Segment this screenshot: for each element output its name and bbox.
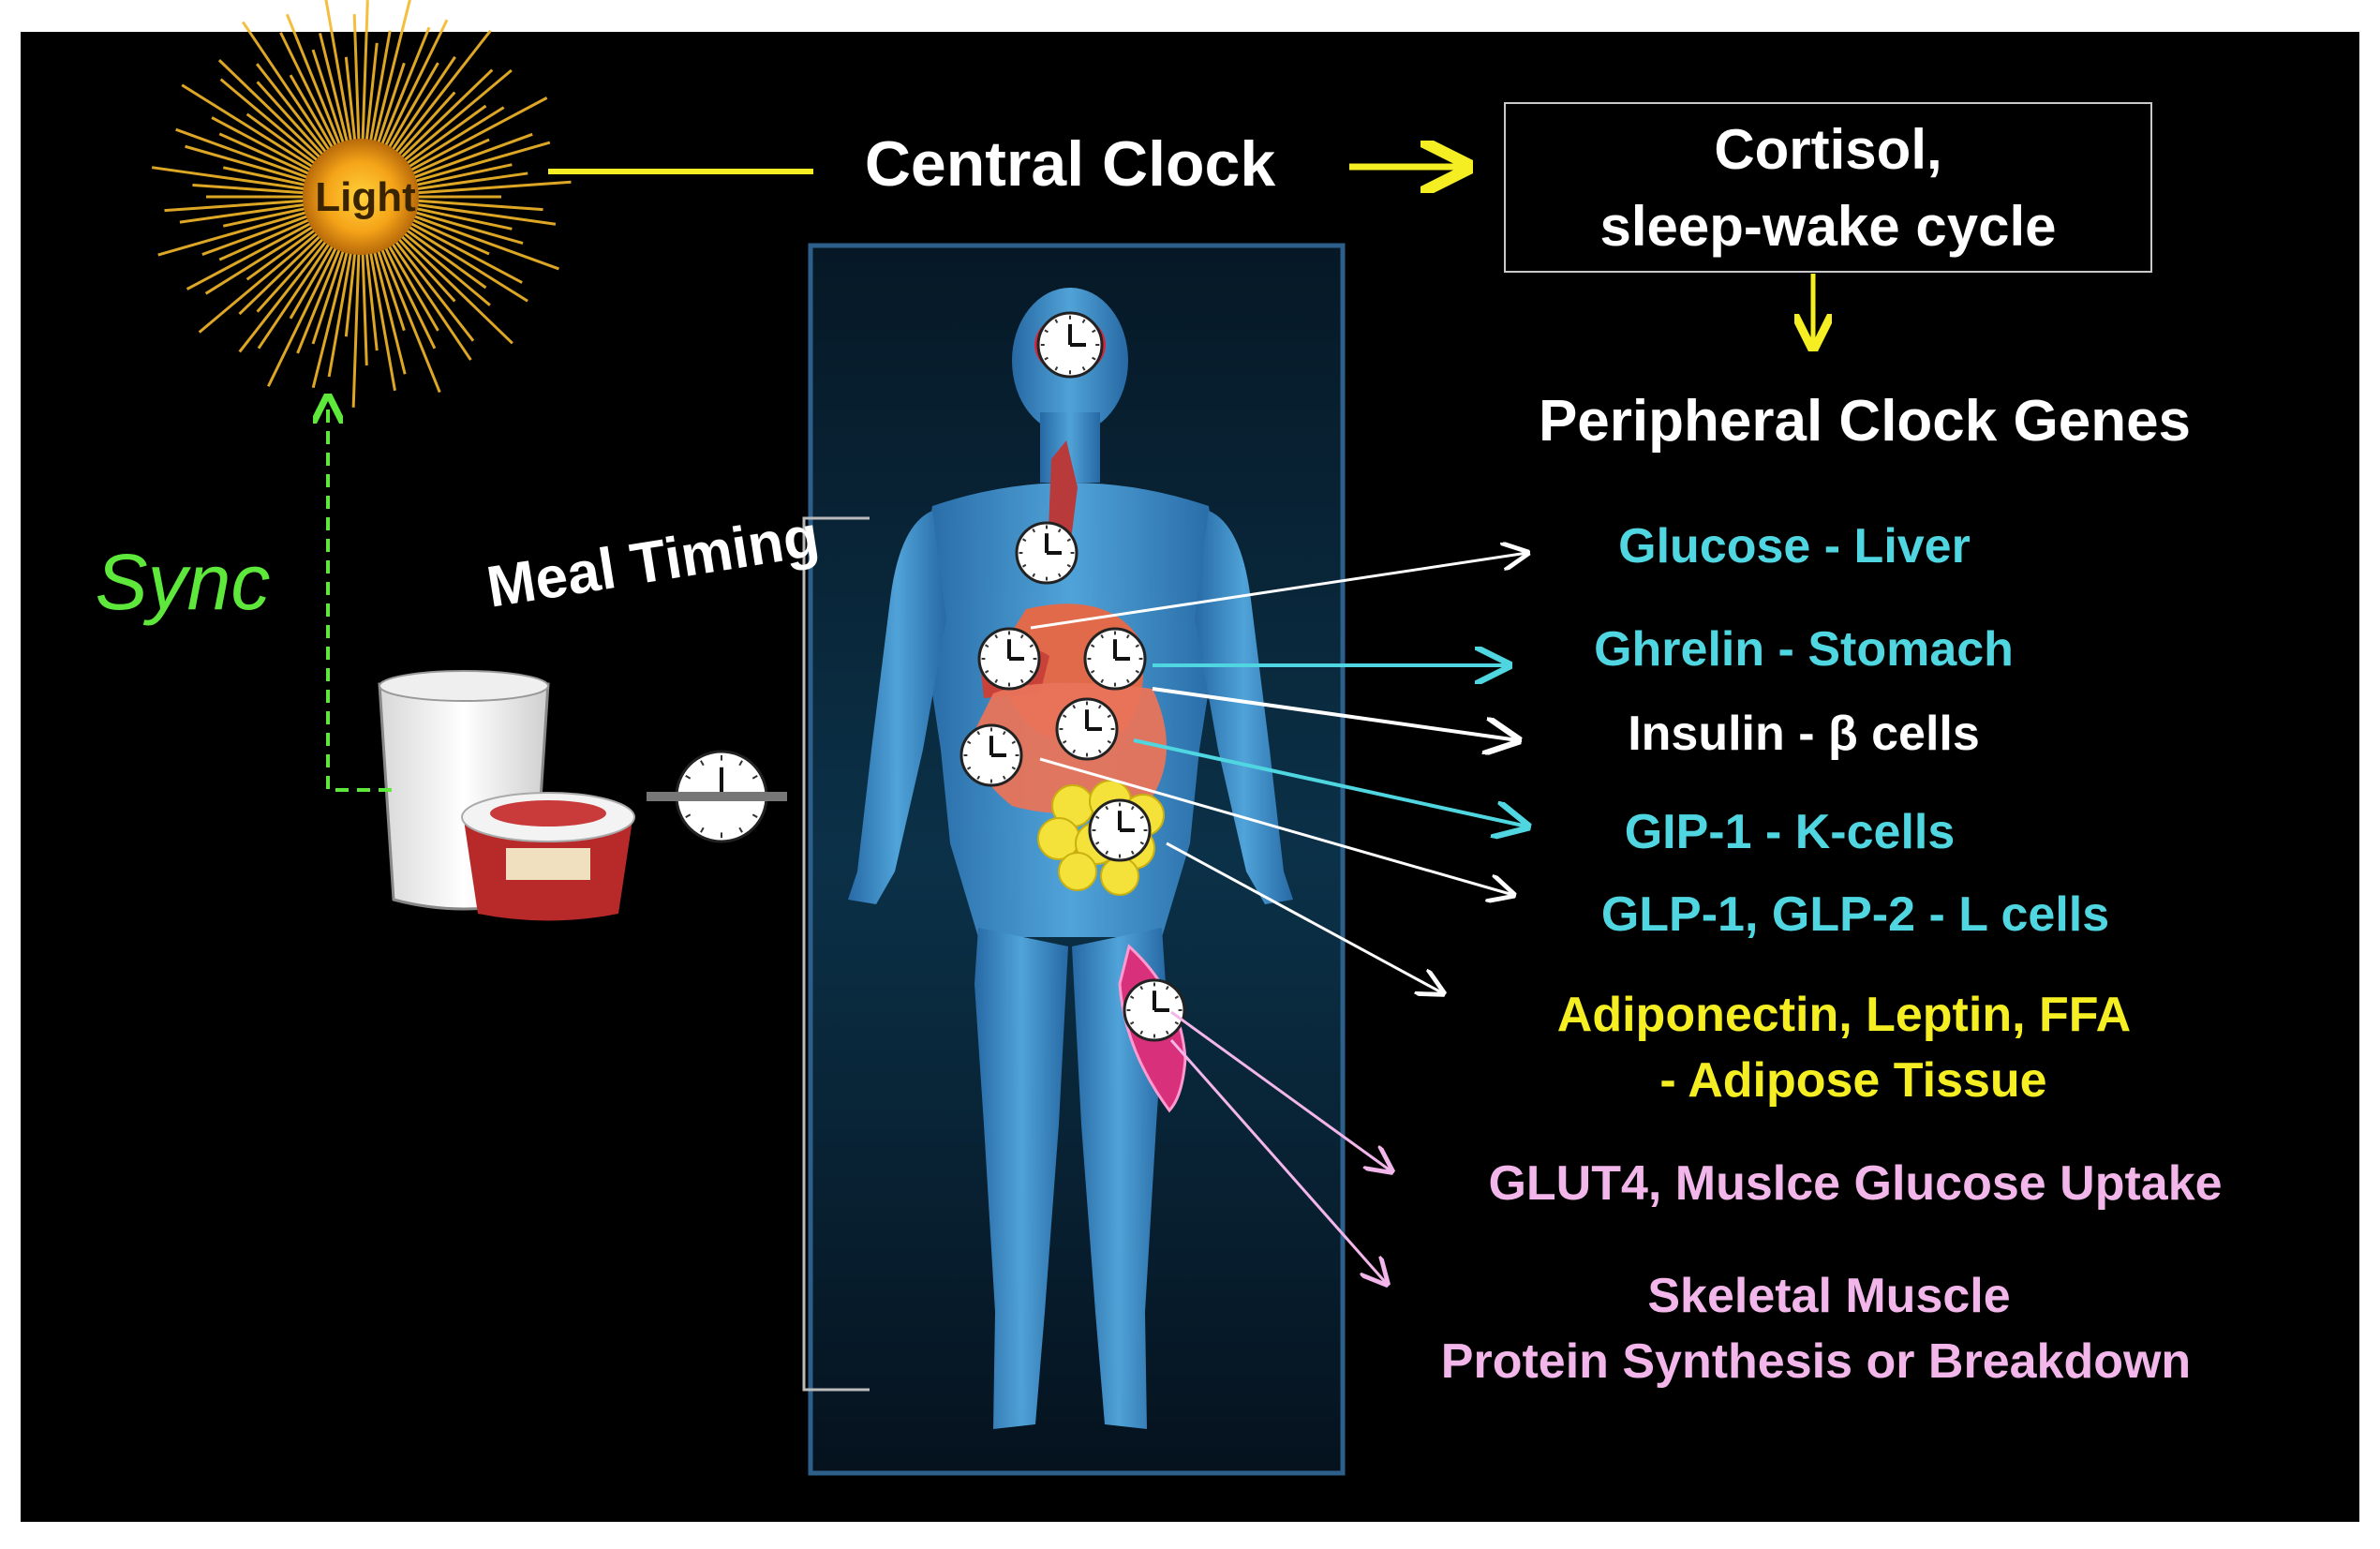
central-clock-label: Central Clock (865, 128, 1276, 200)
cortisol-box (1504, 102, 2152, 273)
target-label: Skeletal Muscle (1647, 1269, 2010, 1323)
muscle-clock-icon (1123, 978, 1186, 1042)
target-label: Adiponectin, Leptin, FFA (1557, 988, 2131, 1042)
target-label: Protein Synthesis or Breakdown (1441, 1334, 2191, 1389)
light-label: Light (315, 174, 416, 220)
peripheral-clock-genes-label: Peripheral Clock Genes (1539, 389, 2191, 454)
esophagus-clock-icon (1015, 521, 1078, 585)
meal-timing-label: Meal Timing (483, 504, 824, 620)
brain-clock-icon (1036, 311, 1104, 379)
target-label: Insulin - β cells (1628, 707, 1980, 761)
sync-label: Sync (96, 538, 271, 626)
target-label: GIP-1 - K-cells (1625, 805, 1956, 859)
meal-timing-bracket (802, 516, 870, 1392)
target-label: - Adipose Tissue (1659, 1053, 2046, 1108)
target-label: GLP-1, GLP-2 - L cells (1601, 887, 2109, 942)
target-label: Ghrelin - Stomach (1594, 622, 2014, 677)
stomach-clock-icon (1083, 627, 1147, 691)
liver-clock-icon (977, 627, 1041, 691)
cortisol-line1: Cortisol, (1714, 118, 1941, 181)
target-label: Glucose - Liver (1618, 519, 1971, 573)
sun-icon (151, 0, 572, 408)
sync-arrow (328, 397, 392, 792)
target-label: GLUT4, Muslce Glucose Uptake (1488, 1156, 2222, 1211)
intestine-clock-icon (959, 723, 1023, 787)
cottage-cheese-icon (461, 792, 635, 921)
cortisol-line2: sleep-wake cycle (1599, 195, 2056, 258)
adipose-clock-icon (1088, 798, 1152, 862)
pancreas-clock-icon (1055, 697, 1119, 761)
organ-arrows (1030, 553, 1527, 1284)
